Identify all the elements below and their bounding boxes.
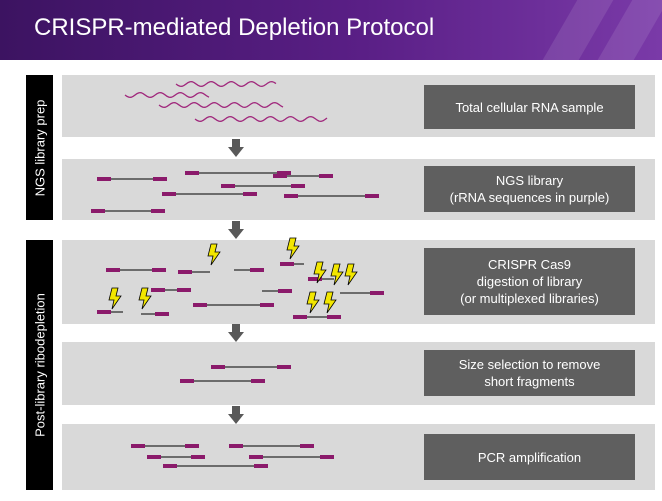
fragment-adapter [243,192,257,196]
fragment-adapter [153,177,167,181]
fragment-adapter [277,171,291,175]
fragment-adapter [251,379,265,383]
lightning-bolt-icon [330,263,344,286]
lightning-bolt-icon [207,243,221,266]
fragment-adapter [300,444,314,448]
section-bar-post-library-ribodepletion: Post-library ribodepletion [26,240,53,490]
lightning-bolt-icon [313,261,327,284]
fragment-adapter [254,464,268,468]
down-arrow-icon [228,324,244,342]
fragment-adapter [97,177,111,181]
fragment-adapter [151,288,165,292]
fragment-adapter [193,303,207,307]
section-bar-ngs-library-prep: NGS library prep [26,75,53,220]
fragment-adapter [284,194,298,198]
fragment-adapter [260,303,274,307]
fragment-adapter [178,270,192,274]
fragment-adapter [229,444,243,448]
step-label: Total cellular RNA sample [455,99,604,115]
rna-wave [194,115,328,123]
fragment-adapter [151,209,165,213]
down-arrow-icon [228,406,244,424]
fragment-adapter [177,288,191,292]
down-arrow-icon [228,139,244,157]
fragment-adapter [162,192,176,196]
fragment-adapter [250,268,264,272]
rna-wave-group [124,80,328,123]
fragment-adapter [319,174,333,178]
fragment-adapter [191,455,205,459]
rna-wave [158,101,284,109]
fragment-adapter [221,184,235,188]
fragment-adapter [155,312,169,316]
step-label: PCR amplification [477,449,582,465]
fragment-adapter [249,455,263,459]
fragment-adapter [185,444,199,448]
fragment-adapter [131,444,145,448]
fragment-adapter [152,268,166,272]
slide-header: CRISPR-mediated Depletion Protocol [0,0,662,60]
lightning-bolt-icon [286,237,300,260]
fragment-adapter [180,379,194,383]
step-label-box: NGS library (rRNA sequences in purple) [424,166,635,212]
cut-site-group [108,237,358,314]
fragment-adapter [291,184,305,188]
fragment-adapter [327,315,341,319]
step-label: CRISPR Cas9 digestion of library (or mul… [460,257,599,306]
fragment-adapter [147,455,161,459]
fragment-adapter [278,289,292,293]
fragment-adapter [277,365,291,369]
step-label-box: CRISPR Cas9 digestion of library (or mul… [424,248,635,315]
fragment-adapter [308,277,322,281]
step-label-box: PCR amplification [424,434,635,480]
fragment-adapter [280,262,294,266]
lightning-bolt-icon [306,291,320,314]
fragment-adapter [211,365,225,369]
lightning-bolt-icon [323,291,337,314]
lightning-bolt-icon [344,263,358,286]
fragment-adapter [97,310,111,314]
fragment-adapter [185,171,199,175]
rna-wave [175,80,277,88]
lightning-bolt-icon [138,287,152,310]
fragment-adapter [91,209,105,213]
fragment-adapter [370,291,384,295]
step-label: Size selection to remove short fragments [458,357,601,389]
slide-title: CRISPR-mediated Depletion Protocol [34,14,435,41]
rna-wave [124,91,210,99]
down-arrow-icon [228,221,244,239]
library-fragment-group [91,171,384,468]
fragment-adapter [106,268,120,272]
step-label-box: Total cellular RNA sample [424,85,635,129]
fragment-adapter [163,464,177,468]
step-label-box: Size selection to remove short fragments [424,350,635,396]
step-label: NGS library (rRNA sequences in purple) [449,173,610,205]
fragment-adapter [320,455,334,459]
fragment-adapter [273,174,287,178]
lightning-bolt-icon [108,287,122,310]
fragment-adapter [365,194,379,198]
fragment-adapter [293,315,307,319]
